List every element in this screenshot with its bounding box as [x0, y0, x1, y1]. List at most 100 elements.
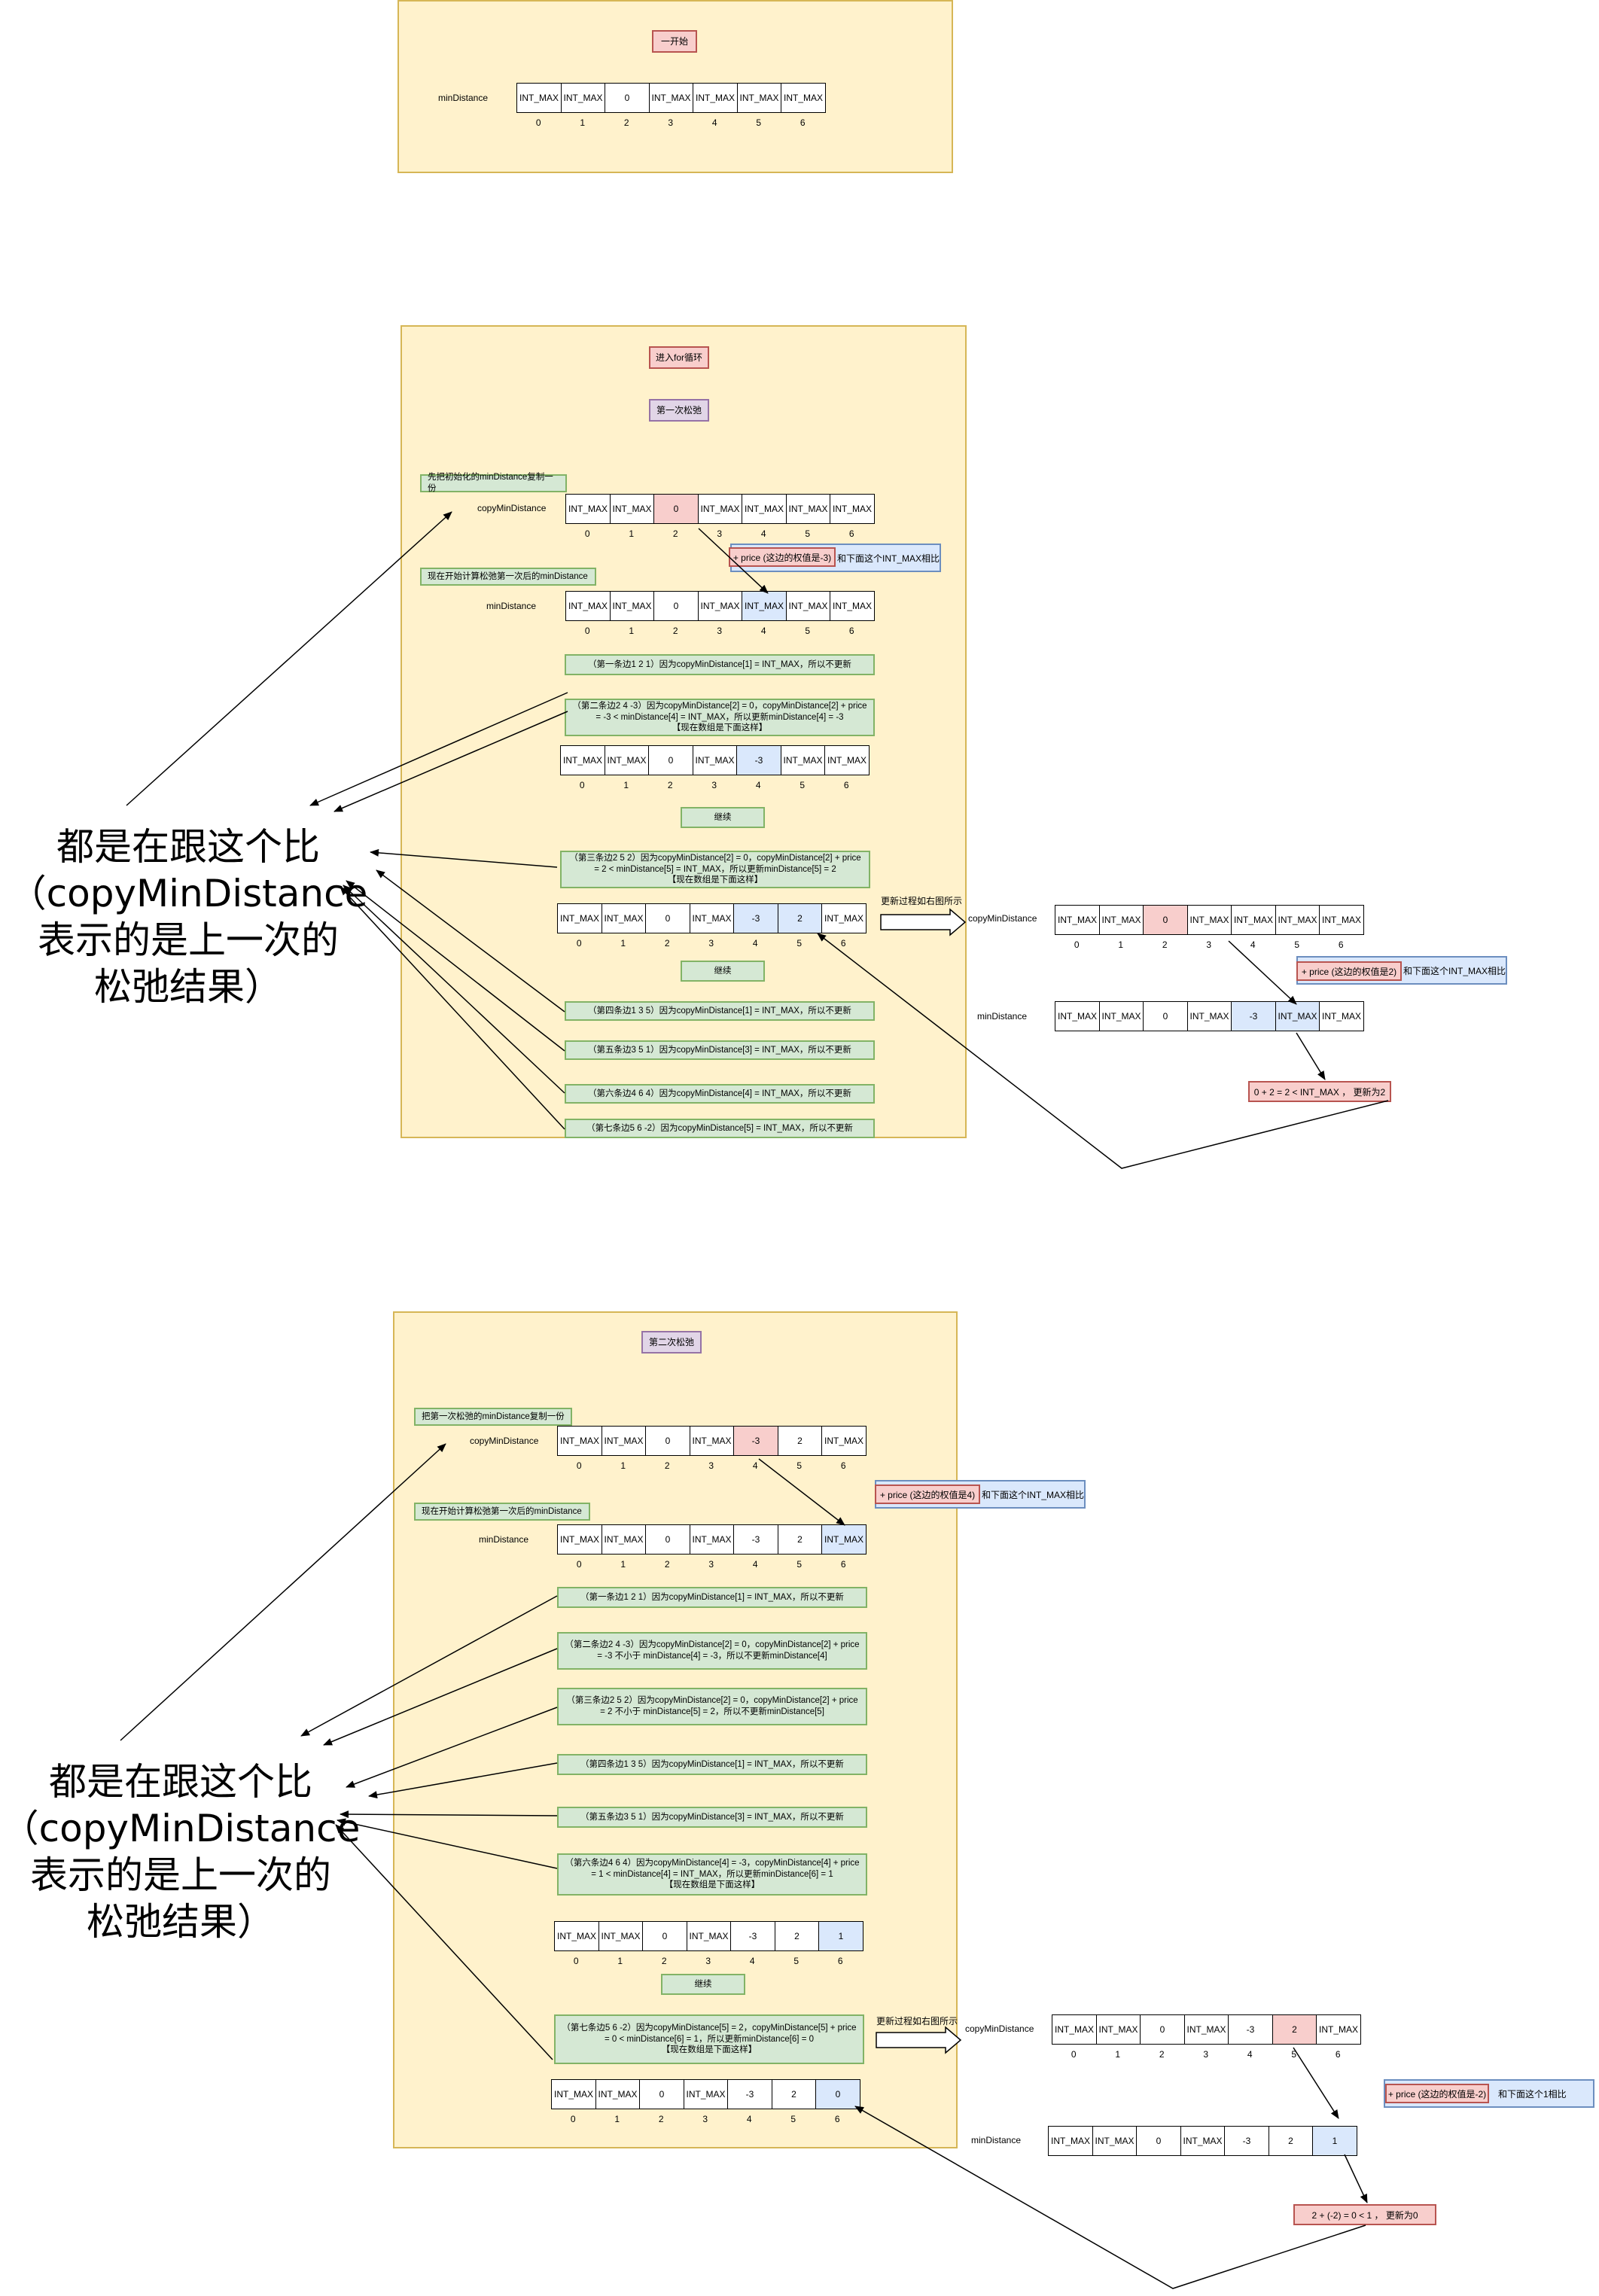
- index-label: 0: [1074, 939, 1080, 950]
- array-cell: 0: [815, 2079, 860, 2109]
- array-cell: 0: [653, 591, 699, 621]
- price-note: + price (这边的权值是-2): [1385, 2084, 1489, 2103]
- index-label: 6: [840, 938, 846, 949]
- array-cell: 0: [642, 1921, 687, 1951]
- index-label: 6: [800, 117, 806, 128]
- edge-note-5: （第五条边3 5 1）因为copyMinDistance[3] = INT_MA…: [557, 1807, 867, 1828]
- continue-label: 继续: [681, 961, 765, 982]
- index-label: 1: [1115, 2049, 1121, 2060]
- array-cell: -3: [1231, 1001, 1276, 1031]
- arrow-line: [1293, 2047, 1339, 2119]
- copy-min-distance-label: copyMinDistance: [477, 503, 547, 513]
- arrow-line: [300, 1595, 558, 1737]
- annotation-compare-1: 都是在跟这个比 （copyMinDistance 表示的是上一次的 松弛结果）: [0, 824, 376, 1010]
- arrow-line: [1344, 2154, 1368, 2203]
- index-label: 0: [570, 2114, 576, 2124]
- array-cell: INT_MAX: [1316, 2014, 1361, 2045]
- index-label: 0: [584, 626, 590, 636]
- array-cell: 1: [1312, 2126, 1357, 2156]
- annotation-line: 都是在跟这个比: [49, 1760, 312, 1804]
- edge-note-1: （第一条边1 2 1）因为copyMinDistance[1] = INT_MA…: [565, 654, 875, 675]
- array-cell: 0: [1143, 1001, 1188, 1031]
- edge-note-3: （第三条边2 5 2）因为copyMinDistance[2] = 0，copy…: [557, 1688, 867, 1725]
- arrow-line: [1296, 1032, 1326, 1080]
- index-label: 2: [664, 1559, 670, 1570]
- arrow-line: [376, 869, 565, 1012]
- array-cell: 0: [1143, 905, 1188, 935]
- array-cell: -3: [1228, 2014, 1273, 2045]
- array-cell: 1: [818, 1921, 863, 1951]
- array-cell: INT_MAX: [557, 1524, 602, 1555]
- index-label: 3: [1203, 2049, 1209, 2060]
- update-process-label: 更新过程如右图所示: [881, 896, 963, 906]
- min-distance-label: minDistance: [438, 93, 489, 103]
- tag-first-relaxation: 第一次松弛: [649, 399, 709, 422]
- index-label: 1: [620, 1460, 626, 1471]
- index-label: 4: [755, 780, 761, 790]
- index-label: 1: [614, 2114, 620, 2124]
- index-label: 5: [796, 1460, 803, 1471]
- index-label: 1: [1118, 939, 1124, 950]
- array-cell: INT_MAX: [601, 1524, 647, 1555]
- index-label: 1: [620, 938, 626, 949]
- array-cell: INT_MAX: [780, 745, 826, 775]
- index-label: 2: [661, 1956, 667, 1966]
- array-cell: INT_MAX: [1183, 2014, 1229, 2045]
- array-cell: 0: [1140, 2014, 1185, 2045]
- index-label: 3: [708, 1460, 714, 1471]
- index-label: 1: [580, 117, 586, 128]
- array-cell: INT_MAX: [1098, 905, 1144, 935]
- array-cell: INT_MAX: [560, 745, 605, 775]
- array-cell: INT_MAX: [742, 494, 787, 524]
- index-label: 4: [760, 528, 766, 539]
- arrow-line: [323, 1648, 558, 1746]
- copy-note: 把第一次松弛的minDistance复制一份: [414, 1408, 572, 1426]
- array-cell: -3: [736, 745, 781, 775]
- index-label: 1: [620, 1559, 626, 1570]
- array-cell: 0: [1136, 2126, 1181, 2156]
- index-label: 3: [717, 528, 723, 539]
- index-label: 0: [1071, 2049, 1077, 2060]
- arrow-line: [334, 711, 568, 812]
- index-label: 4: [1247, 2049, 1253, 2060]
- array-cell: INT_MAX: [557, 903, 602, 933]
- array-cell: INT_MAX: [697, 494, 743, 524]
- arrow-line: [343, 885, 565, 1094]
- index-label: 4: [749, 1956, 755, 1966]
- array-cell: INT_MAX: [781, 83, 826, 113]
- array-cell: INT_MAX: [824, 745, 870, 775]
- index-label: 6: [834, 2114, 840, 2124]
- annotation-line: 表示的是上一次的: [30, 1853, 331, 1897]
- index-label: 3: [668, 117, 674, 128]
- edge-note-2: （第二条边2 4 -3）因为copyMinDistance[2] = 0，cop…: [565, 699, 875, 736]
- edge-note-7: （第七条边5 6 -2）因为copyMinDistance[5] = INT_M…: [565, 1119, 875, 1138]
- index-label: 0: [584, 528, 590, 539]
- copy-min-distance-label: copyMinDistance: [470, 1436, 539, 1446]
- array-cell: INT_MAX: [601, 903, 647, 933]
- index-label: 3: [711, 780, 717, 790]
- array-cell: INT_MAX: [609, 591, 655, 621]
- index-label: 5: [756, 117, 762, 128]
- array-cell: INT_MAX: [565, 591, 611, 621]
- index-label: 6: [840, 1559, 846, 1570]
- index-label: 3: [717, 626, 723, 636]
- index-label: 6: [848, 528, 854, 539]
- index-label: 0: [579, 780, 585, 790]
- index-label: 6: [840, 1460, 846, 1471]
- edge-note-3: （第三条边2 5 2）因为copyMinDistance[2] = 0，copy…: [560, 851, 870, 888]
- index-label: 5: [805, 626, 811, 636]
- min-distance-label: minDistance: [479, 1534, 529, 1545]
